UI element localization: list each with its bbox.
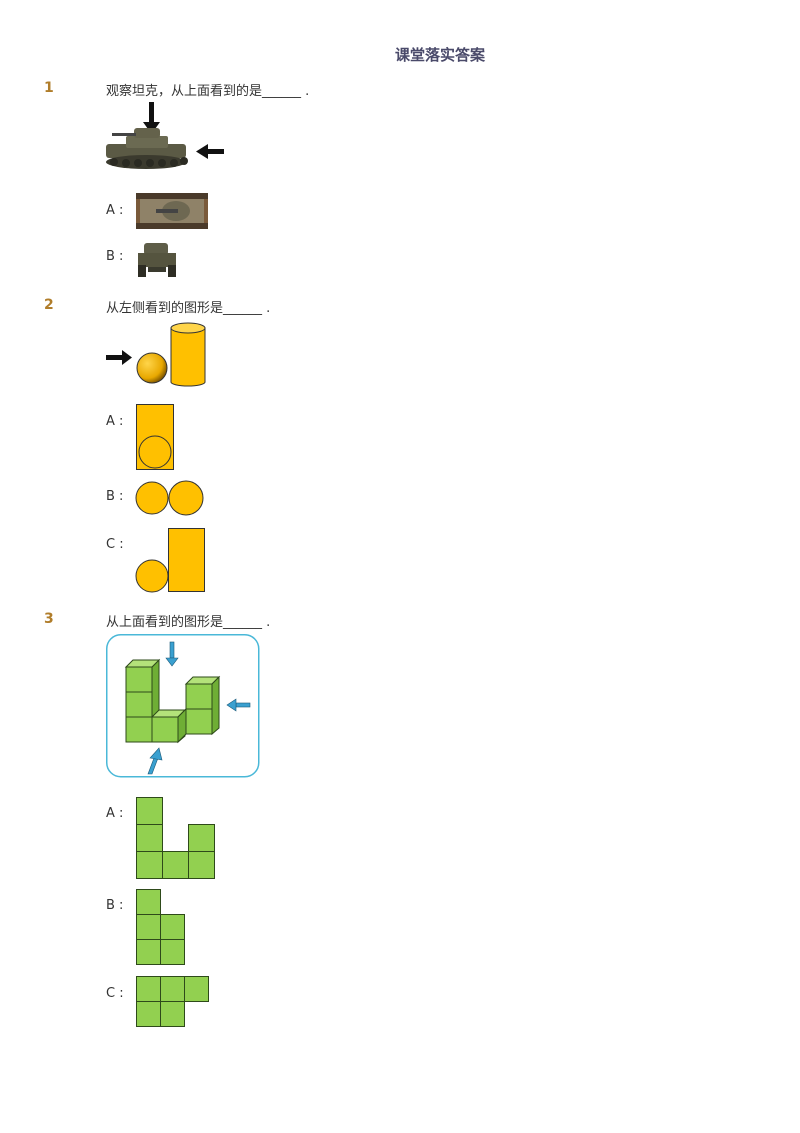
q1-option-b-label: B : [106, 249, 124, 264]
sphere-cylinder-figure [106, 322, 206, 387]
q3-option-c-grid[interactable] [136, 976, 212, 1030]
q2-option-b-shape[interactable] [135, 480, 206, 516]
tank-figure [106, 102, 224, 169]
question-text-3: 从上面看到的图形是______ . [106, 615, 271, 630]
q3-option-a-label: A : [106, 806, 124, 821]
question-number-2: 2 [44, 297, 54, 313]
question-number-3: 3 [44, 611, 54, 627]
q3-option-c-label: C : [106, 986, 124, 1001]
q3-option-b-label: B : [106, 898, 124, 913]
q2-option-a-shape[interactable] [136, 404, 176, 472]
question-text-2: 从左侧看到的图形是______ . [106, 301, 271, 316]
q3-option-a-grid[interactable] [136, 797, 216, 881]
q2-option-c-shape[interactable] [135, 528, 208, 594]
q1-option-b-tank-front[interactable] [136, 237, 178, 277]
q2-option-b-label: B : [106, 489, 124, 504]
question-text-1: 观察坦克，从上面看到的是______ . [106, 84, 310, 99]
q1-option-a-tank-top[interactable] [136, 193, 208, 229]
cube-stack-figure [106, 634, 260, 778]
q2-option-a-label: A : [106, 414, 124, 429]
q1-option-a-label: A : [106, 203, 124, 218]
q3-option-b-grid[interactable] [136, 889, 190, 969]
page-title: 课堂落实答案 [394, 46, 485, 64]
question-number-1: 1 [44, 80, 54, 96]
q2-option-c-label: C : [106, 537, 124, 552]
